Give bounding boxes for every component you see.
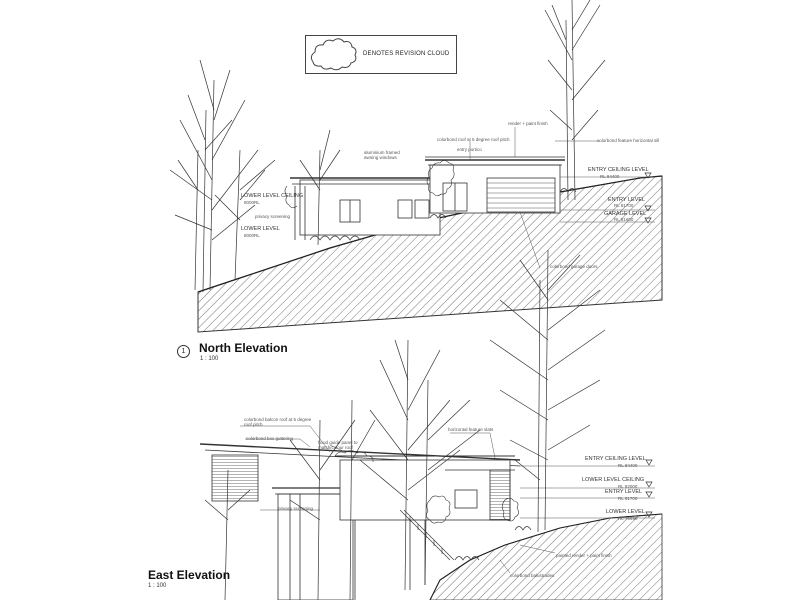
north-leader-lines — [469, 127, 655, 269]
east-elevation-title: East Elevation — [148, 568, 231, 582]
north-note-roof: colorbond roof at 5 degree roof pitch — [437, 137, 510, 142]
east-note-hood-guide: hood guide panel to match/colour roof — [318, 440, 358, 450]
north-level-markers — [644, 172, 652, 224]
north-note-windows: aluminium framed awning windows — [364, 150, 400, 160]
north-note-privacy: privacy screening — [255, 214, 291, 219]
north-level-lower-ceiling: LOWER LEVEL CEILING — [241, 193, 304, 199]
north-note-garage: colorbond garage doors — [550, 264, 598, 269]
east-level-entry-ceiling-rl: RL 84400 — [618, 463, 638, 468]
north-level-garage: GARAGE LEVEL — [604, 211, 647, 217]
legend-box — [305, 35, 457, 74]
north-note-portico: entry portico — [457, 147, 482, 152]
north-note-render: render + paint finish — [508, 121, 548, 126]
north-trees — [169, 0, 606, 293]
north-note-sill: colorbond feature horizontal sill — [597, 138, 660, 143]
east-note-render: painted render + paint finish — [556, 553, 612, 558]
east-level-lower-rl: RL 79990 — [618, 516, 638, 521]
east-note-slats: horizontal feature slats — [448, 427, 494, 432]
east-note-privacy: privacy screening — [278, 506, 314, 511]
east-level-lower-ceiling: LOWER LEVEL CEILING — [582, 477, 645, 483]
east-level-entry: ENTRY LEVEL — [605, 489, 643, 495]
north-level-entry-ceiling-rl: RL 84400 — [600, 174, 620, 179]
east-ground-section — [429, 513, 663, 600]
north-elevation-scale: 1 : 100 — [200, 356, 219, 362]
east-elevation-scale: 1 : 100 — [148, 583, 167, 589]
north-level-lower-ceiling-rl: 8000RL — [244, 200, 260, 205]
north-level-entry-ceiling: ENTRY CEILING LEVEL — [588, 167, 649, 173]
north-level-entry: ENTRY LEVEL — [608, 197, 646, 203]
east-level-entry-ceiling: ENTRY CEILING LEVEL — [585, 456, 646, 462]
east-level-lower: LOWER LEVEL — [606, 509, 645, 515]
legend-text: DENOTES REVISION CLOUD — [363, 51, 450, 57]
north-house — [284, 156, 577, 241]
east-house — [199, 443, 532, 600]
east-leader-lines — [240, 425, 655, 574]
revision-cloud-icon — [310, 38, 357, 71]
north-level-lower: LOWER LEVEL — [241, 226, 280, 232]
east-note-balcony-roof: colorbond balcon roof at 5 degree roof p… — [244, 417, 312, 427]
north-elevation-title: North Elevation — [199, 341, 288, 355]
north-level-garage-rl: RL 81600 — [614, 217, 634, 222]
north-level-lower-rl: 8000RL — [244, 233, 260, 238]
north-level-entry-rl: RL 81700 — [614, 203, 634, 208]
east-level-markers — [645, 459, 653, 518]
north-elevation-number: 1 — [177, 345, 190, 358]
east-level-lower-ceiling-rl: RL 82000 — [618, 484, 638, 489]
east-level-entry-rl: RL 81700 — [618, 496, 638, 501]
east-note-guttering: colorbond box guttering — [246, 436, 294, 441]
east-trees — [204, 249, 606, 600]
east-note-balustrades: colorbond balustrades — [510, 573, 555, 578]
